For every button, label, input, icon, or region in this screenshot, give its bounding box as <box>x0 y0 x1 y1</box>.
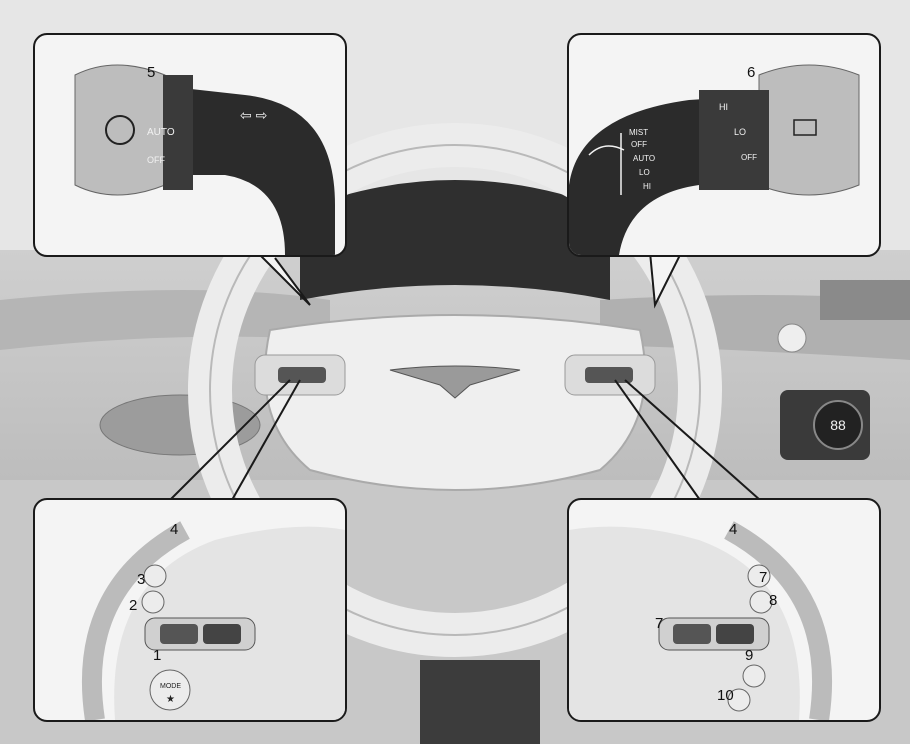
wiper-lever-knob <box>759 65 859 195</box>
left-spoke-switch <box>278 367 326 383</box>
left-thumbwheel <box>160 624 198 644</box>
turn-signal-arrows-icon: ⇦ ⇨ <box>240 107 268 123</box>
wiper-rotary-switch <box>699 90 769 190</box>
wiper-knob-off-label: OFF <box>741 153 757 162</box>
cruise-button <box>743 665 765 687</box>
callout-number: 5 <box>147 65 155 80</box>
right-air-vent <box>820 280 910 320</box>
wiper-knob-lo-label: LO <box>734 127 746 137</box>
steering-wheel-hub <box>265 315 645 490</box>
callout-number: 4 <box>170 522 178 537</box>
callout-number: 7 <box>759 570 767 585</box>
wiper-mist-label: MIST <box>629 128 648 137</box>
right-toggle <box>716 624 754 644</box>
callout-wiper-lever: HI LO OFF MIST OFF AUTO LO HI 6 <box>567 33 881 257</box>
voice-button <box>144 565 166 587</box>
call-button <box>142 591 164 613</box>
callout-number: 2 <box>129 598 137 613</box>
callout-number: 7 <box>655 616 663 631</box>
floor-mat <box>420 660 540 744</box>
wiper-off-label: OFF <box>631 140 647 149</box>
right-thumbwheel <box>673 624 711 644</box>
callout-number: 4 <box>729 522 737 537</box>
callout-number: 9 <box>745 648 753 663</box>
wiper-hi-label: HI <box>643 182 651 191</box>
light-auto-label: AUTO <box>147 127 175 138</box>
wiper-auto-label: AUTO <box>633 154 655 163</box>
callout-light-lever: AUTO OFF ⇦ ⇨ 5 <box>33 33 347 257</box>
callout-number: 1 <box>153 648 161 663</box>
callout-number: 10 <box>717 688 734 703</box>
start-button <box>778 324 806 352</box>
left-toggle <box>203 624 241 644</box>
climate-display: 88 <box>830 417 846 433</box>
wiper-knob-hi-label: HI <box>719 102 728 112</box>
mode-label: MODE <box>160 683 181 690</box>
callout-number: 3 <box>137 572 145 587</box>
callout-number: 8 <box>769 593 777 608</box>
light-off-label: OFF <box>147 155 165 165</box>
callout-left-controls: MODE ★ 4 3 2 1 <box>33 498 347 722</box>
callout-number: 6 <box>747 65 755 80</box>
callout-right-controls: 4 7 8 7 9 10 <box>567 498 881 722</box>
wiper-lo-label: LO <box>639 168 650 177</box>
star-icon: ★ <box>166 694 175 705</box>
